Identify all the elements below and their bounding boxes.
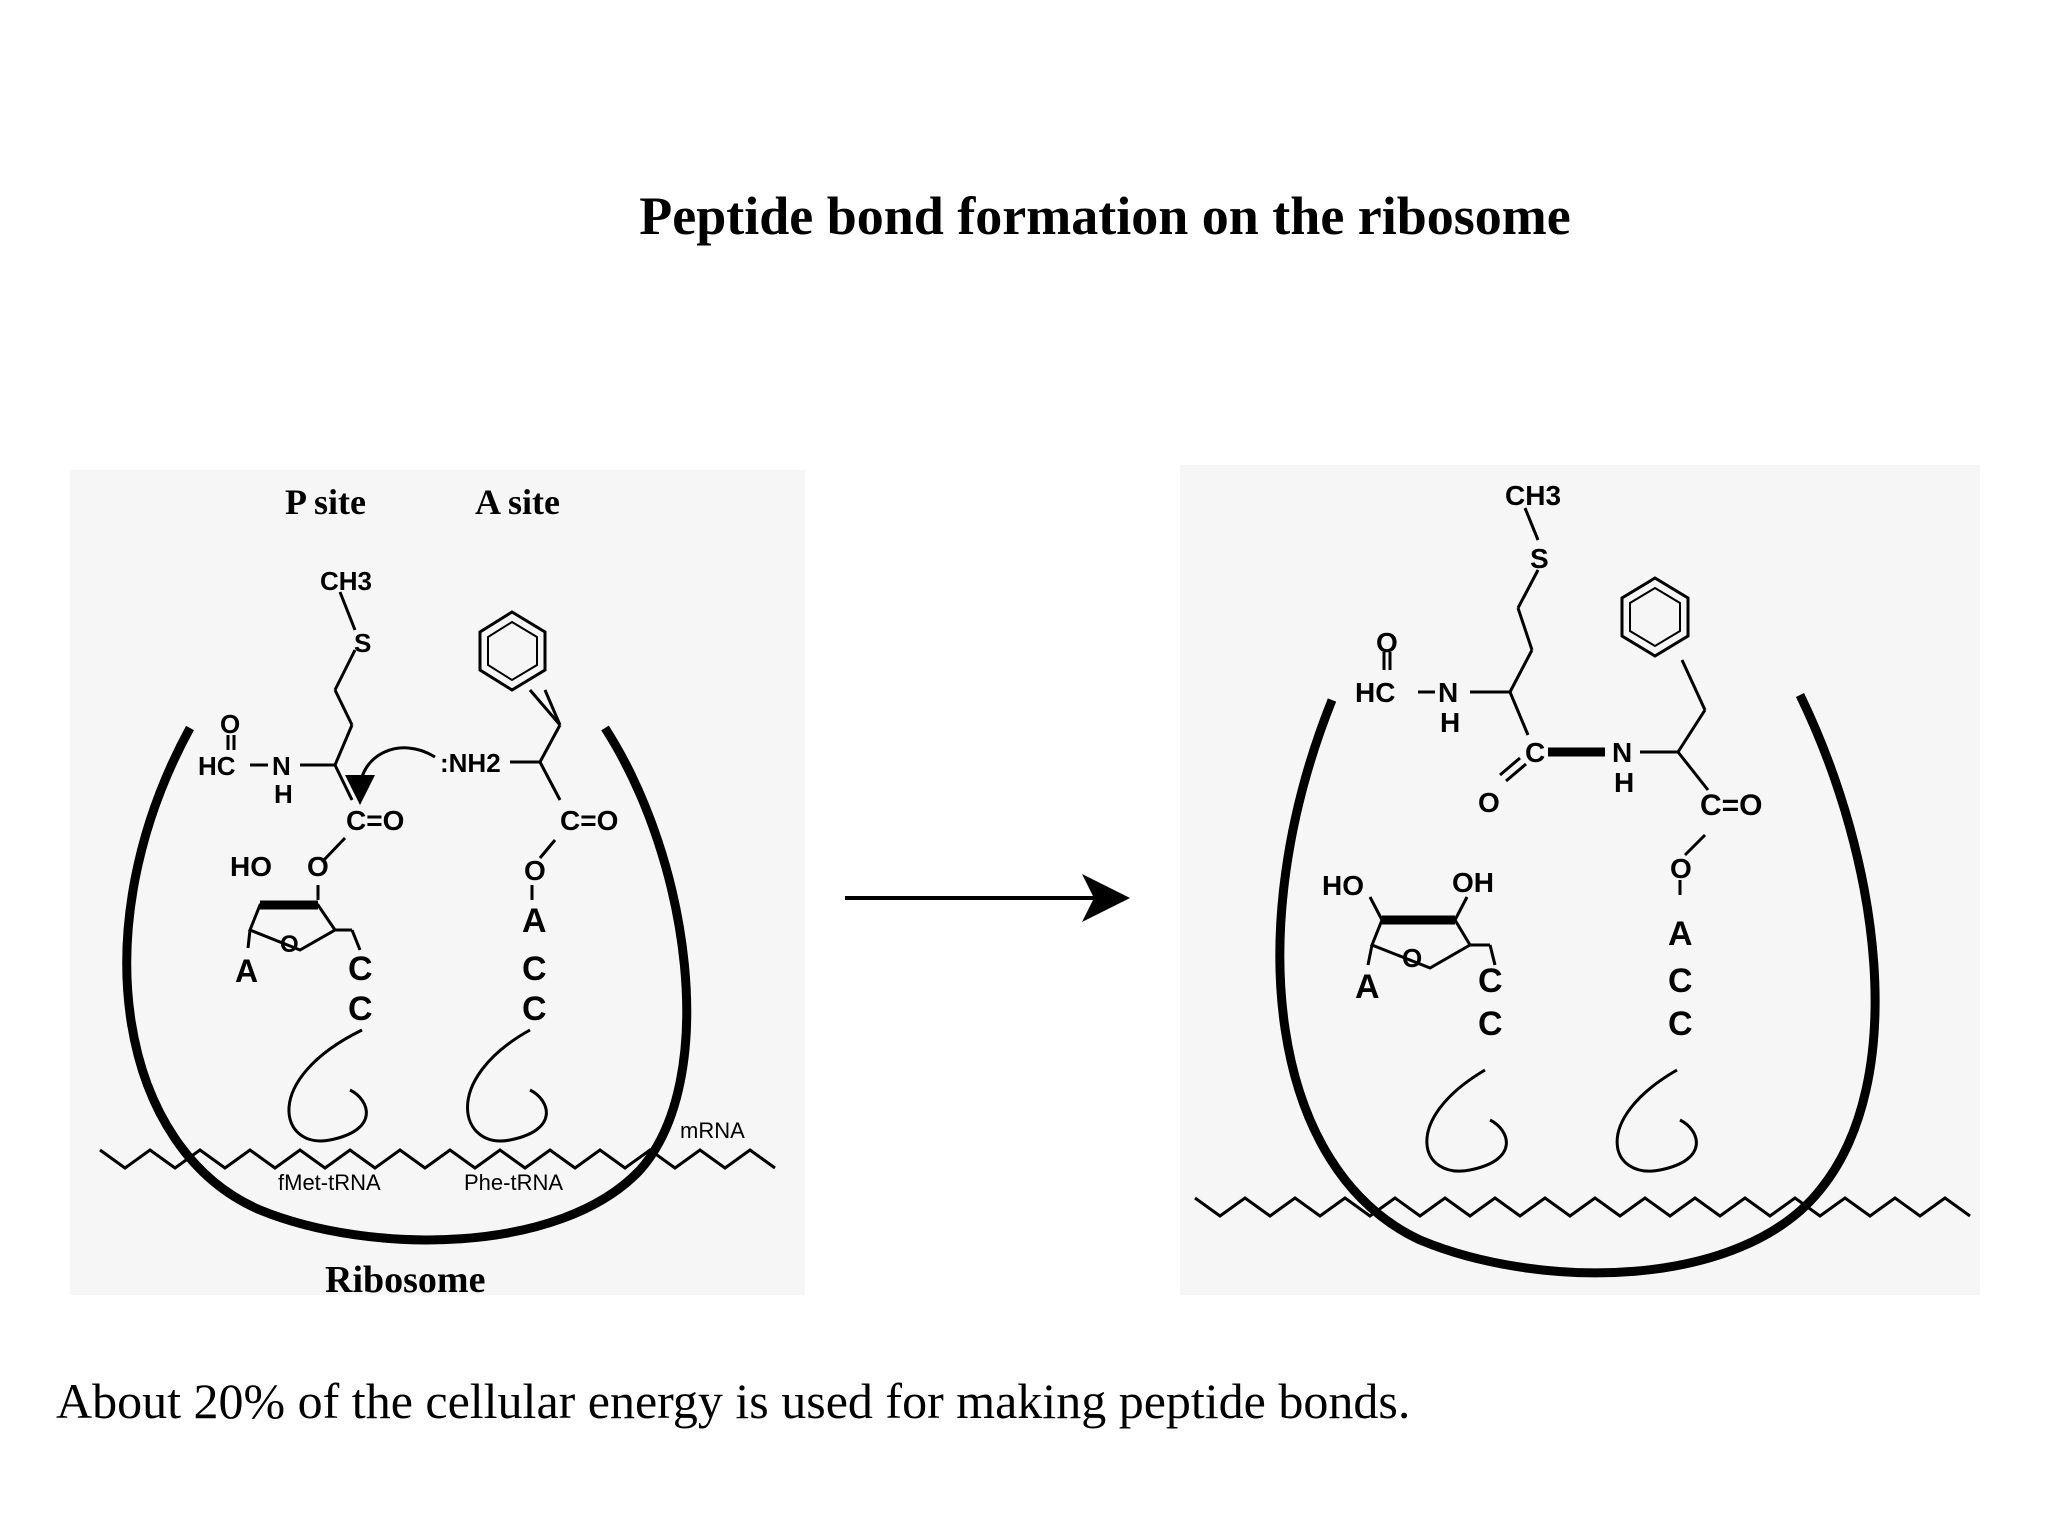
a-adenosine-label: A: [1668, 915, 1693, 953]
ribosome-label: Ribosome: [325, 1259, 485, 1301]
mrna-strand: [1194, 1196, 1971, 1218]
p-site-label: P site: [285, 482, 366, 522]
bond: [320, 836, 347, 864]
nucleophilic-attack-arrow: [345, 746, 436, 805]
amide-hydrogen-label: H: [1440, 707, 1460, 738]
a-ester-oxygen-label: O: [524, 855, 546, 886]
phe-trna-loop: [466, 1028, 548, 1143]
a-adenosine-label: A: [522, 902, 547, 940]
hc-label: HC: [198, 751, 236, 781]
fmet-trna-label: fMet-tRNA: [278, 1170, 381, 1195]
bond: [246, 929, 252, 949]
bond: [1508, 691, 1530, 736]
carbonyl-oxygen-label: O: [1478, 787, 1500, 818]
mrna-strand: [99, 1148, 776, 1170]
bond: [1680, 659, 1707, 711]
cytidine-label-1: C: [348, 950, 373, 988]
peptide-hydrogen-label: H: [1614, 767, 1634, 798]
left-panel: P site A site Ribosome mRNA fMet-tRNA Ph…: [70, 470, 805, 1301]
bond: [1505, 762, 1527, 783]
peptidyl-trna-loop: [1615, 1068, 1698, 1173]
bond: [338, 591, 357, 631]
bond: [538, 761, 562, 801]
bond: [528, 689, 562, 726]
bond: [543, 689, 562, 726]
formyl-oxygen-label: O: [1376, 627, 1398, 658]
carbonyl-carbon-label: C: [1525, 737, 1545, 768]
benzene-ring: [1620, 576, 1690, 658]
bond: [1453, 896, 1469, 921]
empty-trna-loop: [1425, 1068, 1508, 1173]
hydroxyl-label-2: OH: [1452, 867, 1494, 898]
ribosome-outline: [122, 725, 692, 1245]
ester-oxygen-label: O: [1670, 853, 1692, 884]
ch3-label: CH3: [1505, 480, 1561, 511]
benzene-ring: [478, 610, 547, 692]
sulfur-label: S: [1530, 543, 1549, 574]
peptide-nitrogen-label: N: [1612, 737, 1632, 768]
formyl-oxygen-label: O: [220, 709, 240, 739]
phe-trna-label: Phe-tRNA: [464, 1170, 563, 1195]
cytidine-label-2: C: [1478, 1005, 1503, 1043]
a-cytidine-label-2: C: [1668, 1005, 1693, 1043]
ring-oxygen-label: O: [1402, 943, 1422, 973]
ring-oxygen-label: O: [280, 931, 299, 958]
bond: [538, 724, 562, 763]
amine-label: :NH2: [440, 748, 501, 778]
left-panel-background: [70, 470, 805, 1295]
a-site-label: A site: [475, 482, 560, 522]
bond: [333, 689, 354, 726]
bond: [1676, 709, 1707, 753]
a-carbonyl-label: C=O: [560, 805, 618, 836]
bond: [1499, 756, 1521, 777]
p-carbonyl-label: C=O: [346, 805, 404, 836]
benzene-inner-ring: [1629, 586, 1681, 648]
hydrogen-label: H: [274, 779, 293, 809]
slide-title: Peptide bond formation on the ribosome: [639, 186, 1571, 246]
hydroxyl-label: HO: [230, 851, 272, 882]
hc-label: HC: [1355, 677, 1395, 708]
bond: [350, 929, 362, 951]
a-cytidine-label-2: C: [522, 990, 547, 1028]
adenine-label: A: [235, 953, 258, 989]
amide-nitrogen-label: N: [1438, 677, 1458, 708]
bond: [1488, 944, 1497, 966]
right-panel: CH3 S O HC N H C O N H C=O HO OH O A C C…: [1180, 465, 1980, 1295]
bond: [1676, 751, 1710, 791]
adenine-label: A: [1355, 968, 1380, 1006]
bond: [1523, 507, 1540, 541]
bond: [1366, 944, 1374, 966]
p-ester-oxygen-label: O: [307, 851, 329, 882]
ch3-label: CH3: [320, 566, 372, 596]
bond: [1508, 649, 1534, 693]
sulfur-label: S: [354, 628, 371, 658]
bond: [333, 649, 357, 691]
hydroxyl-label-1: HO: [1322, 870, 1364, 901]
bond: [333, 724, 354, 766]
a-cytidine-label-1: C: [522, 950, 547, 988]
caption: About 20% of the cellular energy is used…: [56, 1373, 1411, 1429]
cytidine-label-1: C: [1478, 962, 1503, 1000]
bond: [1516, 569, 1540, 609]
ester-carbonyl-label: C=O: [1700, 789, 1763, 822]
nitrogen-label: N: [272, 751, 291, 781]
cytidine-label-2: C: [348, 990, 373, 1028]
ribosome-outline: [1275, 693, 1880, 1278]
bond: [538, 839, 557, 859]
benzene-inner-ring: [487, 620, 538, 682]
bond: [1683, 833, 1707, 857]
mrna-label: mRNA: [680, 1118, 745, 1143]
a-cytidine-label-1: C: [1668, 962, 1693, 1000]
bond: [1368, 896, 1384, 921]
fmet-trna-loop: [287, 1028, 368, 1143]
bond: [1516, 607, 1534, 651]
